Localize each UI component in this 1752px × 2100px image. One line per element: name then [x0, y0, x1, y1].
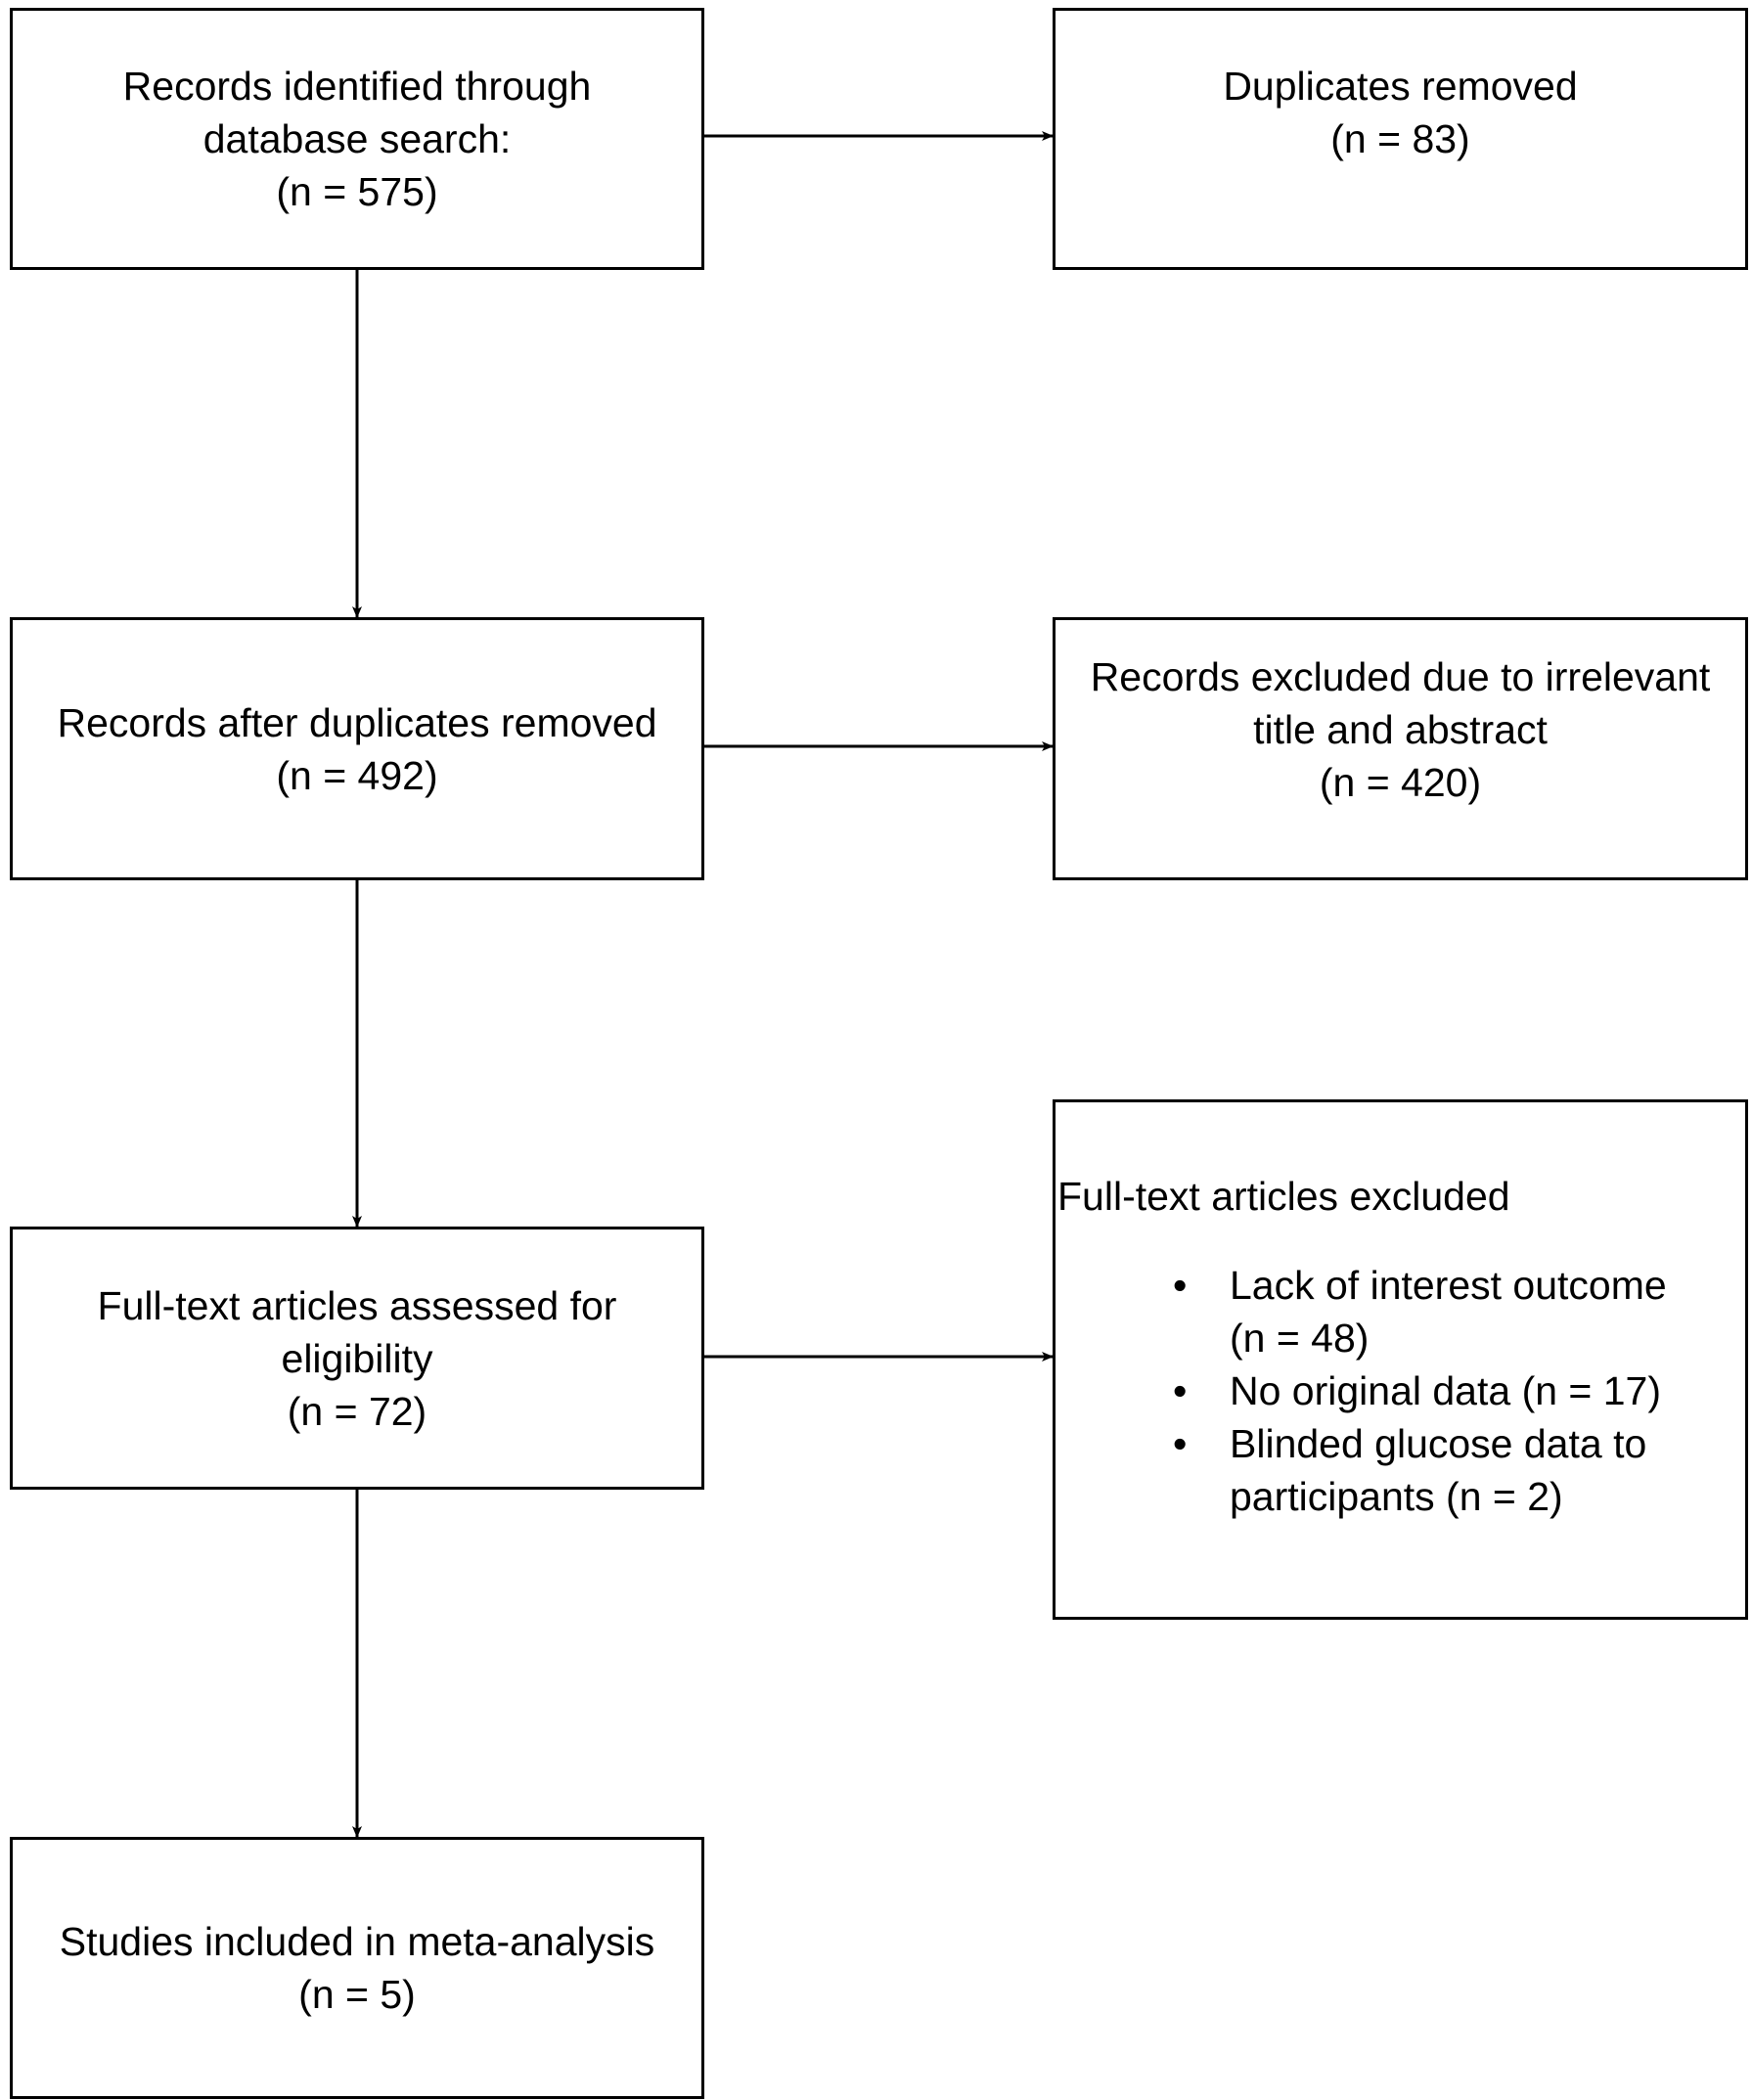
- after-duplicates-line-2: (n = 492): [276, 752, 438, 798]
- excluded-title-line-1: Records excluded due to irrelevant: [1090, 653, 1711, 699]
- excluded-title-box: Records excluded due to irrelevant title…: [1053, 617, 1748, 880]
- duplicates-line-2: (n = 83): [1330, 115, 1470, 161]
- fulltext-excluded-title: Full-text articles excluded: [1057, 1174, 1510, 1219]
- excluded-title-text: Records excluded due to irrelevant title…: [1091, 650, 1711, 809]
- included-line-2: (n = 5): [298, 1972, 416, 2017]
- exclusion-reason-item: Blinded glucose data to participants (n …: [1056, 1417, 1667, 1523]
- included-text: Studies included in meta-analysis (n = 5…: [60, 1915, 655, 2021]
- included-box: Studies included in meta-analysis (n = 5…: [10, 1837, 704, 2099]
- assessed-text: Full-text articles assessed for eligibil…: [98, 1279, 617, 1438]
- identified-box: Records identified through database sear…: [10, 8, 704, 270]
- identified-text: Records identified through database sear…: [123, 60, 592, 218]
- assessed-line-3: (n = 72): [287, 1388, 427, 1434]
- identified-line-3: (n = 575): [276, 169, 438, 214]
- exclusion-reason-item: Lack of interest outcome (n = 48): [1056, 1259, 1667, 1364]
- identified-line-2: database search:: [202, 116, 512, 161]
- duplicates-box: Duplicates removed (n = 83): [1053, 8, 1748, 270]
- after-duplicates-text: Records after duplicates removed (n = 49…: [57, 696, 656, 802]
- exclusion-reason-1-line-1: Lack of interest outcome: [1230, 1263, 1667, 1308]
- exclusion-reason-item: No original data (n = 17): [1056, 1364, 1667, 1417]
- after-duplicates-line-1: Records after duplicates removed: [57, 699, 657, 745]
- after-duplicates-box: Records after duplicates removed (n = 49…: [10, 617, 704, 880]
- identified-line-1: Records identified through: [122, 64, 592, 109]
- duplicates-line-1: Duplicates removed: [1223, 63, 1578, 109]
- fulltext-excluded-box: Full-text articles excluded Lack of inte…: [1053, 1099, 1748, 1620]
- exclusion-reason-2-line-1: No original data (n = 17): [1230, 1368, 1662, 1413]
- included-line-1: Studies included in meta-analysis: [59, 1919, 655, 1964]
- exclusion-reason-1-line-2: (n = 48): [1230, 1316, 1370, 1361]
- excluded-title-line-3: (n = 420): [1319, 759, 1482, 805]
- assessed-line-1: Full-text articles assessed for: [97, 1282, 617, 1328]
- exclusion-reasons-list: Lack of interest outcome (n = 48) No ori…: [1056, 1259, 1667, 1523]
- excluded-title-line-2: title and abstract: [1253, 706, 1548, 752]
- exclusion-reason-3-line-2: participants (n = 2): [1230, 1474, 1563, 1519]
- assessed-box: Full-text articles assessed for eligibil…: [10, 1227, 704, 1490]
- duplicates-text: Duplicates removed (n = 83): [1223, 60, 1577, 165]
- assessed-line-2: eligibility: [281, 1335, 433, 1381]
- exclusion-reason-3-line-1: Blinded glucose data to: [1230, 1421, 1647, 1466]
